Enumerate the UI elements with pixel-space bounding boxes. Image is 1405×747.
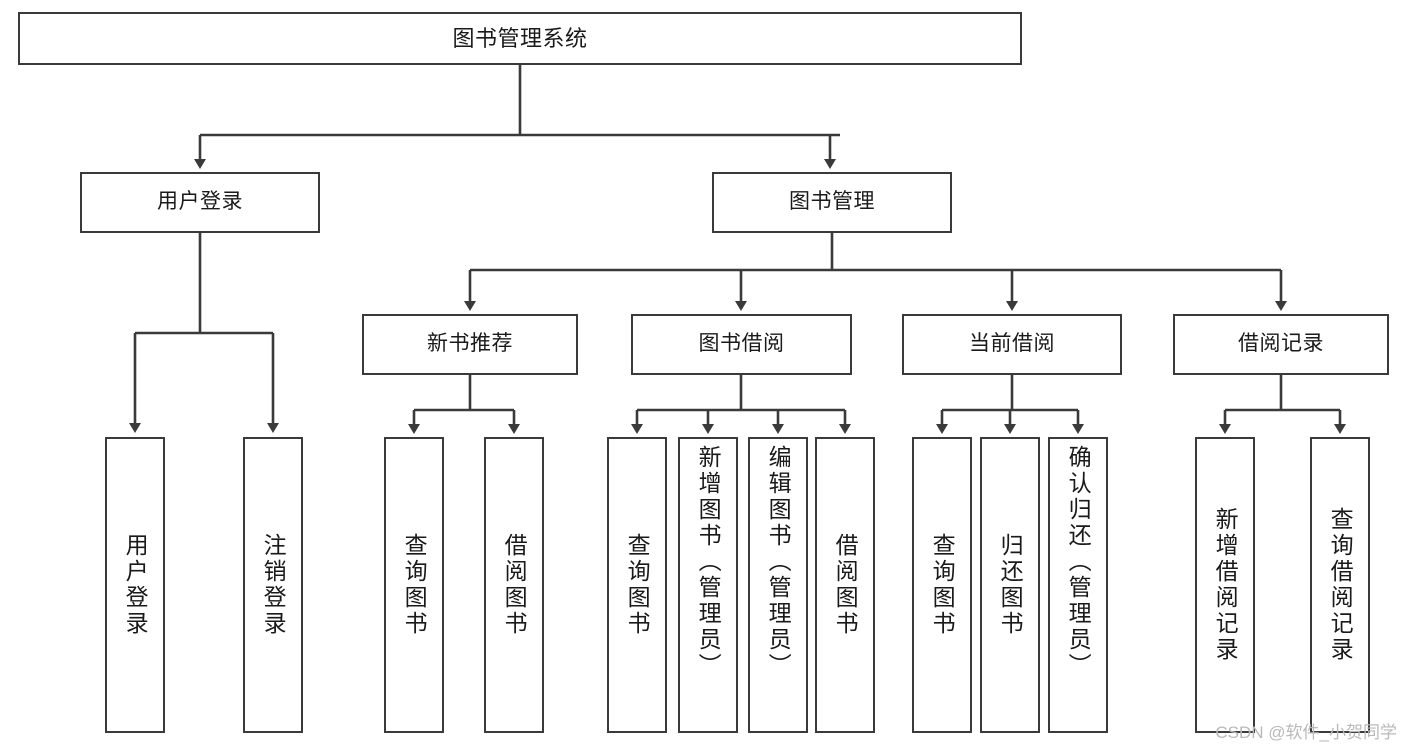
leaf-borrow-book[interactable]: 借阅图书 [815, 437, 875, 733]
node-label: 图书借阅 [698, 332, 785, 356]
leaf-edit-book[interactable]: 编辑图书（管理员） [748, 437, 808, 733]
node-label: 注销登录 [260, 533, 287, 637]
node-label: 当前借阅 [969, 332, 1055, 356]
node-new-book-recommend[interactable]: 新书推荐 [362, 314, 578, 375]
node-label: 用户登录 [157, 190, 243, 214]
node-borrow-record[interactable]: 借阅记录 [1173, 314, 1389, 375]
node-label: 编辑图书（管理员） [765, 445, 792, 679]
node-label: 归还图书 [997, 533, 1024, 637]
node-label: 新增图书（管理员） [695, 445, 722, 679]
node-label: 图书管理 [789, 190, 875, 214]
node-label: 借阅记录 [1238, 332, 1324, 356]
leaf-confirm-return[interactable]: 确认归还（管理员） [1048, 437, 1108, 733]
node-book-manage[interactable]: 图书管理 [712, 172, 952, 233]
node-label: 查询借阅记录 [1327, 507, 1354, 663]
node-label: 借阅图书 [501, 533, 528, 637]
node-label: 查询图书 [624, 533, 651, 637]
leaf-return-book[interactable]: 归还图书 [980, 437, 1040, 733]
leaf-add-borrow-record[interactable]: 新增借阅记录 [1195, 437, 1255, 733]
node-user-login[interactable]: 用户登录 [80, 172, 320, 233]
node-book-borrow[interactable]: 图书借阅 [631, 314, 852, 375]
node-label: 借阅图书 [832, 533, 859, 637]
node-label: 确认归还（管理员） [1065, 445, 1092, 679]
node-label: 用户登录 [122, 533, 149, 637]
leaf-logout[interactable]: 注销登录 [243, 437, 303, 733]
node-label: 新增借阅记录 [1212, 507, 1239, 663]
node-current-borrow[interactable]: 当前借阅 [902, 314, 1122, 375]
leaf-query-book-borrow[interactable]: 查询图书 [607, 437, 667, 733]
leaf-borrow-book-recommend[interactable]: 借阅图书 [484, 437, 544, 733]
watermark-text: CSDN @软件_小贺同学 [1215, 723, 1397, 742]
leaf-add-book[interactable]: 新增图书（管理员） [678, 437, 738, 733]
leaf-query-borrow-record[interactable]: 查询借阅记录 [1310, 437, 1370, 733]
leaf-user-login[interactable]: 用户登录 [105, 437, 165, 733]
node-label: 查询图书 [401, 533, 428, 637]
leaf-query-book-current[interactable]: 查询图书 [912, 437, 972, 733]
node-label: 新书推荐 [427, 332, 513, 356]
node-label: 图书管理系统 [452, 25, 588, 51]
node-label: 查询图书 [929, 533, 956, 637]
leaf-query-book-recommend[interactable]: 查询图书 [384, 437, 444, 733]
node-root-system[interactable]: 图书管理系统 [18, 12, 1022, 65]
